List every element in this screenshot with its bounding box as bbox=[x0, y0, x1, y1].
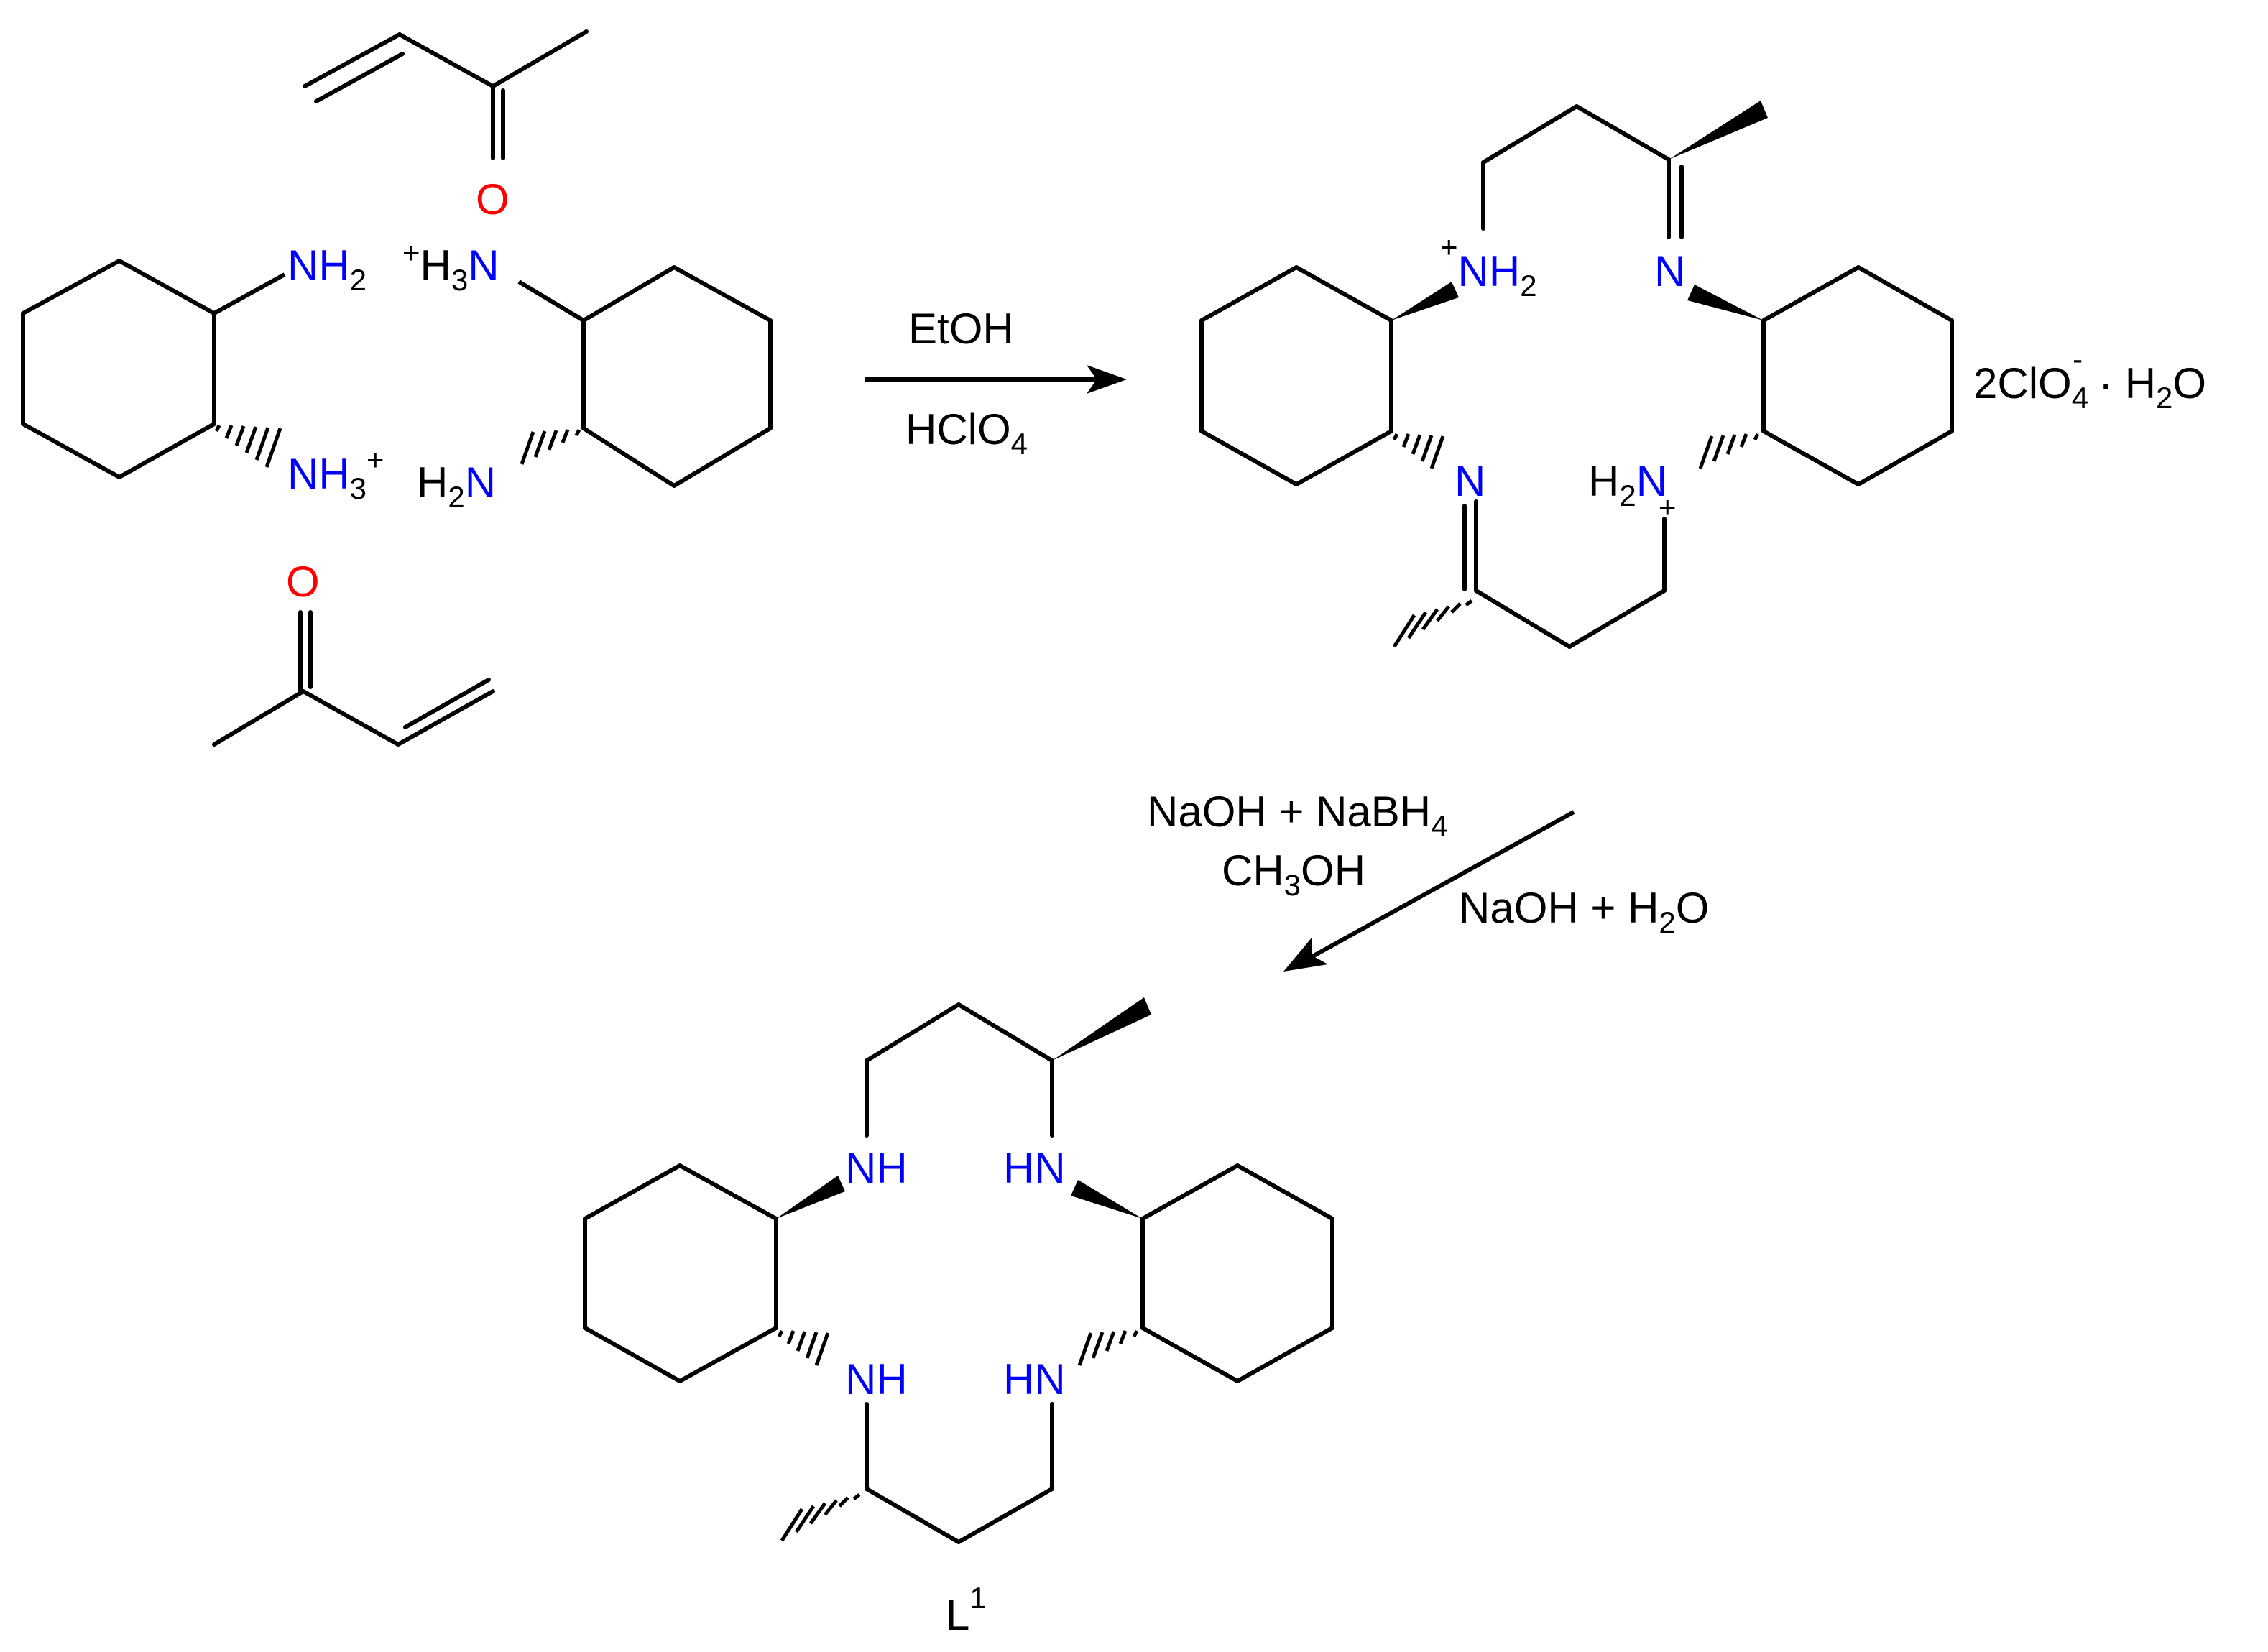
diamine-right-nh2: H2N bbox=[417, 458, 496, 514]
diamine-left-hash-bond bbox=[214, 424, 282, 468]
product-left-ring bbox=[583, 1163, 778, 1383]
intermediate-wedge-left bbox=[1391, 282, 1459, 320]
step1-reagent-above: EtOH bbox=[908, 305, 1014, 353]
intermediate-nh2-top: +NH2 bbox=[1440, 230, 1537, 303]
step2-reagent-line2: CH3OH bbox=[1222, 846, 1365, 902]
methyl-vinyl-ketone-bottom bbox=[212, 610, 495, 747]
methyl-vinyl-ketone-top bbox=[303, 29, 589, 160]
intermediate-macrocycle-chains bbox=[1462, 104, 1684, 649]
intermediate-hash-right bbox=[1698, 433, 1760, 469]
product-wedge-methyl bbox=[1052, 997, 1151, 1061]
intermediate-nh2-bottom: H2N+ bbox=[1588, 457, 1677, 524]
ketone-top-oxygen: O bbox=[476, 175, 510, 223]
product-hash-right bbox=[1077, 1329, 1139, 1366]
product-wedge-left bbox=[776, 1176, 845, 1219]
product-macrocycle-chains bbox=[865, 1002, 1054, 1544]
diamine-right-nh3: +H3N bbox=[402, 236, 499, 297]
diamine-left-nh2: NH2 bbox=[287, 241, 367, 297]
product-wedge-right bbox=[1071, 1180, 1143, 1219]
diamine-right-ring bbox=[517, 265, 773, 488]
intermediate-hash-left bbox=[1392, 433, 1445, 469]
intermediate-wedge-methyl bbox=[1669, 101, 1768, 160]
intermediate-counterion: 2ClO4-· H2O bbox=[1973, 342, 2206, 415]
step2-reagent-line3: NaOH + H2O bbox=[1459, 884, 1709, 939]
ketone-bottom-oxygen: O bbox=[286, 558, 320, 606]
product-nh-bottom-left: NH bbox=[845, 1355, 908, 1403]
product-nh-top-left: NH bbox=[845, 1144, 908, 1192]
step2-arrow bbox=[1299, 810, 1575, 965]
product-hash-methyl bbox=[780, 1493, 861, 1542]
step2-arrowhead bbox=[1283, 937, 1328, 972]
intermediate-right-ring bbox=[1761, 265, 1954, 486]
product-right-ring bbox=[1140, 1163, 1334, 1383]
product-nh-top-right: HN bbox=[1003, 1144, 1066, 1192]
product-nh-bottom-right: HN bbox=[1003, 1355, 1066, 1403]
diamine-left-ring bbox=[21, 259, 286, 479]
product-label: L1 bbox=[946, 1581, 987, 1639]
intermediate-left-ring bbox=[1199, 265, 1393, 486]
intermediate-imine-top: N bbox=[1654, 247, 1685, 295]
step2-reagent-line1: NaOH + NaBH4 bbox=[1147, 788, 1448, 843]
diamine-right-hash-bond bbox=[520, 428, 581, 465]
step1-arrowhead bbox=[1087, 365, 1127, 394]
product-hash-left bbox=[777, 1329, 830, 1366]
intermediate-imine-bottom: N bbox=[1455, 457, 1485, 505]
intermediate-hash-methyl bbox=[1392, 599, 1473, 648]
intermediate-wedge-right bbox=[1687, 285, 1764, 320]
step1-reagent-below: HClO4 bbox=[905, 405, 1028, 461]
diamine-left-nh3: NH3+ bbox=[287, 443, 384, 505]
